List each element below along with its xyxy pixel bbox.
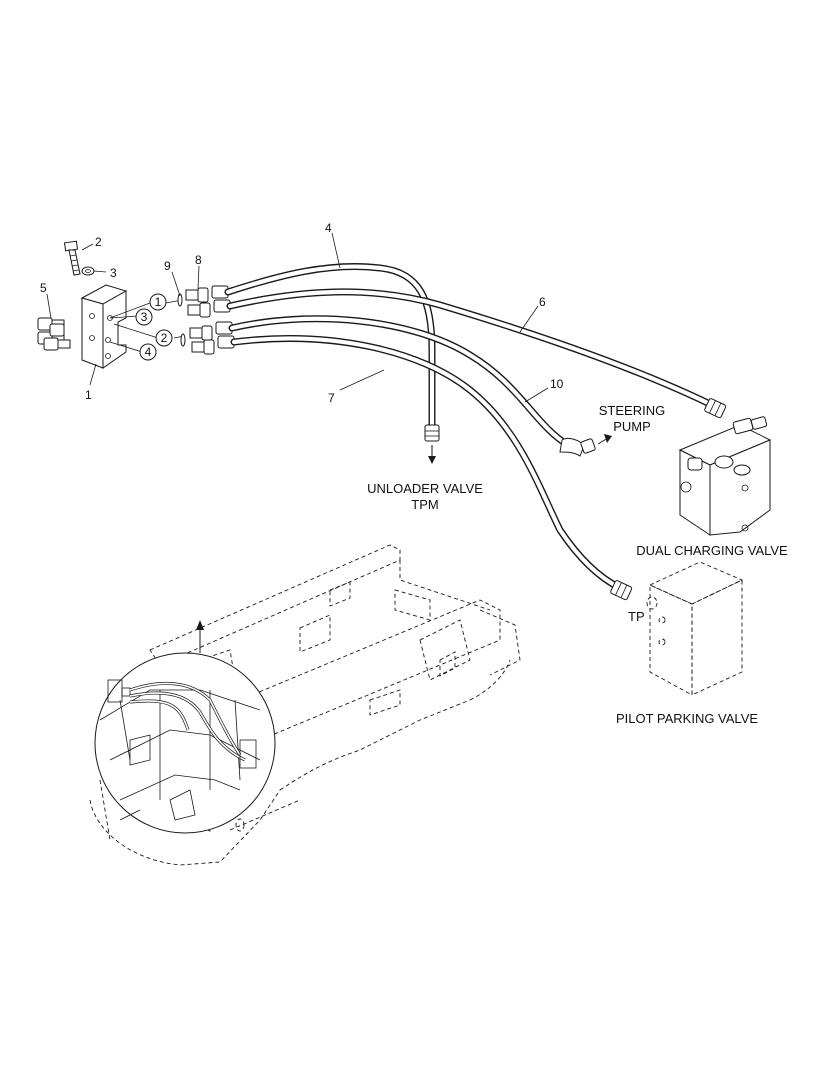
callout-9: 9 [164, 259, 171, 273]
arrows [428, 434, 612, 464]
pilot-parking-valve [646, 561, 744, 696]
hoses [224, 263, 716, 592]
hose-end-fittings-right [424, 398, 727, 601]
dual-charging-valve [678, 416, 772, 536]
washer [81, 266, 95, 276]
callout-8: 8 [195, 253, 202, 267]
left-fittings [37, 317, 71, 351]
label-steering: STEERING [599, 403, 665, 418]
callout-4: 4 [325, 221, 332, 235]
detail-circle [94, 620, 276, 834]
callout-7: 7 [328, 391, 335, 405]
callout-3: 3 [110, 266, 117, 280]
label-dual-charging-valve: DUAL CHARGING VALVE [636, 543, 788, 558]
circled-refs: 1 2 3 4 [135, 293, 173, 361]
callout-2: 2 [95, 235, 102, 249]
circled-ref-2: 2 [161, 331, 168, 345]
callout-6: 6 [539, 295, 546, 309]
callout-10: 10 [550, 377, 564, 391]
label-tpm: TPM [411, 497, 438, 512]
hose-end-fittings-left [211, 285, 235, 349]
circled-ref-1: 1 [155, 295, 162, 309]
leader-lines [109, 299, 185, 353]
label-pump: PUMP [613, 419, 651, 434]
o-rings [177, 293, 186, 347]
cap-screw [63, 240, 81, 276]
circled-ref-3: 3 [141, 310, 148, 324]
label-tp: TP [628, 609, 645, 624]
label-pilot-parking-valve: PILOT PARKING VALVE [616, 711, 758, 726]
callouts: 1 2 3 4 5 6 7 8 9 10 [40, 221, 564, 405]
callout-1: 1 [85, 388, 92, 402]
label-unloader-valve: UNLOADER VALVE [367, 481, 483, 496]
tractor-frame [89, 544, 521, 866]
circled-ref-4: 4 [145, 345, 152, 359]
component-labels: UNLOADER VALVE TPM STEERING PUMP DUAL CH… [367, 403, 788, 726]
callout-5: 5 [40, 281, 47, 295]
manifold-block [80, 284, 128, 369]
adapter-fittings [185, 287, 215, 355]
callout-leaders [46, 232, 549, 403]
